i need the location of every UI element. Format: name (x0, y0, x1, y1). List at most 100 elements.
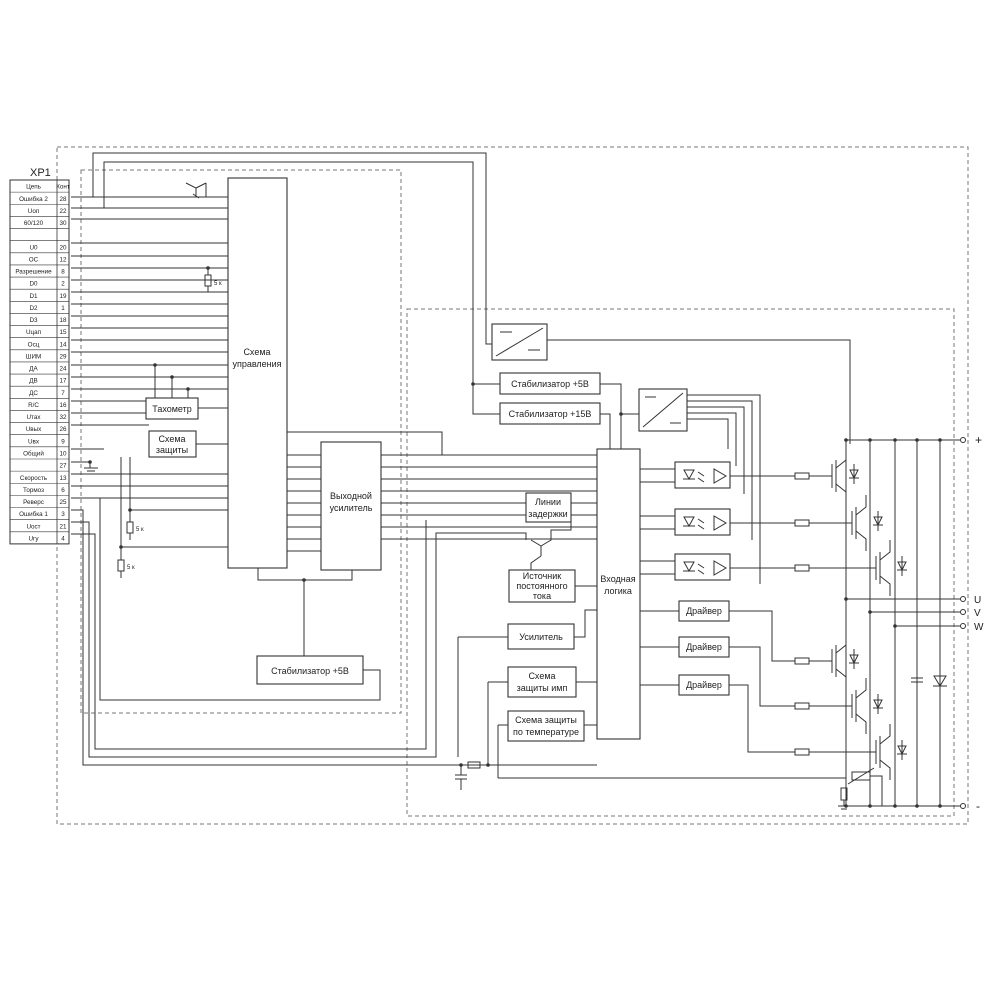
igbt-6 (875, 724, 907, 780)
connector-row-signal: U0 (29, 244, 38, 251)
igbt-2 (851, 495, 883, 551)
driver-1-block: Драйвер (678, 600, 730, 622)
terminal-u[interactable] (960, 596, 966, 602)
junction-dot (206, 266, 210, 270)
resistor-label-2: 5 к (136, 527, 144, 533)
label-u: U (974, 595, 981, 606)
current-source-label-2: постоянного (516, 581, 567, 591)
stabilizer-5v-lower-block: Стабилизатор +5В (256, 655, 364, 685)
junction-dot (486, 763, 490, 767)
connector-row-pin: 27 (59, 463, 67, 470)
connector-row-pin: 19 (59, 293, 67, 300)
connector-row-signal: ДА (29, 366, 38, 373)
connector-row-pin: 9 (61, 438, 65, 445)
junction-dot (153, 363, 157, 367)
junction-dot (471, 382, 475, 386)
output-amp-label-1: Выходной (330, 491, 372, 501)
connector-row-signal: Uвых (26, 426, 42, 433)
terminals: + U V W - (960, 433, 984, 813)
connector-row-pin: 25 (59, 499, 67, 506)
tachometer-block: Тахометр (145, 397, 199, 420)
driver-3-block: Драйвер (678, 674, 730, 696)
label-v: V (974, 608, 981, 619)
connector-row-pin: 30 (59, 220, 67, 227)
input-logic-block: Входная логика (596, 448, 641, 740)
optocoupler-3 (674, 553, 731, 581)
junction-dot (844, 804, 848, 808)
wiring (71, 152, 960, 810)
connector-row-signal: Осц (28, 341, 40, 348)
connector-row-pin: 29 (59, 353, 67, 360)
igbt-1 (831, 446, 859, 504)
stabilizer-5v-block: Стабилизатор +5В (499, 372, 601, 395)
terminal-v[interactable] (960, 609, 966, 615)
stab5-label: Стабилизатор +5В (511, 379, 589, 389)
temperature-protection-block: Схема защиты по температуре (507, 710, 585, 742)
input-logic-label-2: логика (604, 586, 632, 596)
junction-dot (844, 597, 848, 601)
junction-dot (868, 804, 872, 808)
dc-converter-mid (638, 388, 688, 432)
connector-row-signal: D2 (29, 305, 38, 312)
protection-label-1: Схема (158, 434, 185, 444)
connector-row-signal: Скорость (20, 475, 48, 482)
junction-dot (844, 438, 848, 442)
connector-row-signal: ДС (29, 390, 38, 397)
optocoupler-2 (674, 508, 731, 536)
driver-2-block: Драйвер (678, 636, 730, 658)
junction-dot (170, 375, 174, 379)
connector-row-pin: 7 (61, 390, 65, 397)
connector-row-pin: 1 (61, 305, 65, 312)
connector-row-pin: 3 (61, 511, 65, 518)
connector-row-signal: Реверс (23, 499, 44, 506)
connector-row-signal: R/C (28, 402, 39, 409)
current-source-label-3: тока (533, 591, 551, 601)
connector-row-signal: D1 (29, 293, 38, 300)
delay-lines-block: Линии задержки (525, 492, 572, 523)
junction-dot (938, 438, 942, 442)
junction-dot (302, 578, 306, 582)
junction-dot (88, 460, 92, 464)
connector-row-pin: 21 (59, 523, 67, 530)
junction-dot (459, 763, 463, 767)
junction-dot (119, 545, 123, 549)
optocoupler-1 (674, 461, 731, 489)
terminal-minus[interactable] (960, 803, 966, 809)
temp-protection-label-1: Схема защиты (515, 715, 577, 725)
igbt-bridge (831, 446, 907, 780)
stab15-label: Стабилизатор +15В (509, 409, 592, 419)
driver-2-label: Драйвер (686, 642, 722, 652)
connector-row-signal: Uтах (26, 414, 41, 421)
connector-row-pin: 14 (59, 341, 67, 348)
control-label-1: Схема (243, 347, 270, 357)
connector-row-signal: Uцап (26, 329, 41, 336)
connector-row-pin: 16 (59, 402, 67, 409)
connector-row-pin: 18 (59, 317, 67, 324)
junction-dot (868, 438, 872, 442)
terminal-w[interactable] (960, 623, 966, 629)
connector-row-signal: Uост (26, 523, 40, 530)
imp-protection-label-2: защиты имп (517, 683, 568, 693)
junction-dot (128, 508, 132, 512)
junction-dot (915, 804, 919, 808)
protection-label-2: защиты (156, 445, 188, 455)
terminal-plus[interactable] (960, 437, 966, 443)
connector-row-signal: Ошибка 2 (19, 195, 48, 203)
junction-dots (88, 266, 942, 808)
amplifier-label: Усилитель (519, 632, 563, 642)
output-amplifier-block: Выходной усилитель (320, 441, 382, 571)
label-plus: + (975, 433, 982, 447)
current-source-label-1: Источник (523, 571, 561, 581)
junction-dot (868, 610, 872, 614)
delay-label-1: Линии (535, 497, 561, 507)
connector-row-pin: 32 (59, 414, 67, 421)
igbt-4 (831, 633, 859, 689)
connector-row-pin: 8 (61, 269, 65, 276)
current-source-block: Источник постоянного тока (508, 569, 576, 603)
tachometer-label: Тахометр (152, 404, 192, 414)
stabilizer-15v-block: Стабилизатор +15В (499, 402, 601, 425)
connector-row-pin: 17 (59, 378, 67, 385)
connector-row-pin: 2 (61, 281, 65, 288)
